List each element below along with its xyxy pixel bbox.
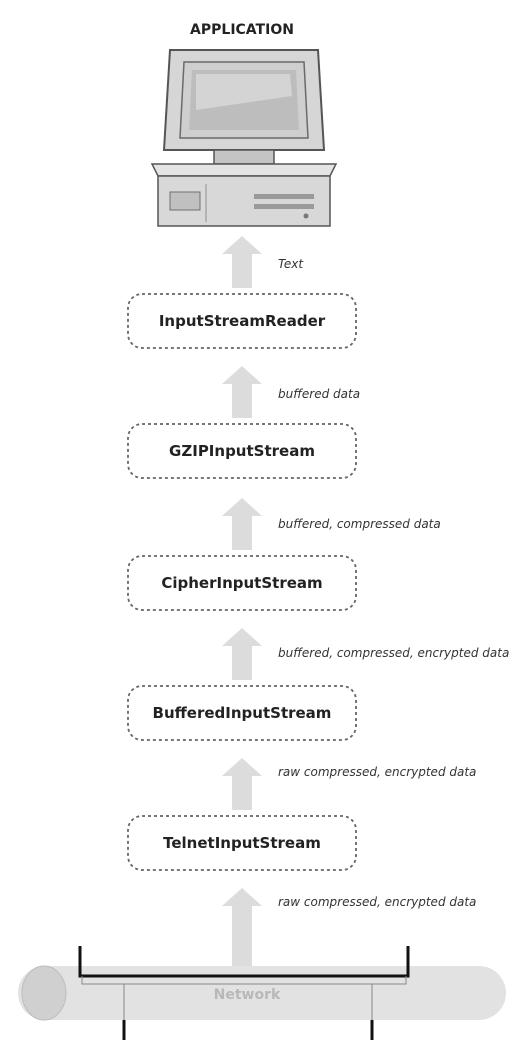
stream-node-telnetinputstream: TelnetInputStream bbox=[127, 815, 357, 871]
network-pipe: Network bbox=[18, 946, 506, 1040]
stream-node-gzipinputstream: GZIPInputStream bbox=[127, 423, 357, 479]
pipe-end-cap bbox=[21, 965, 67, 1021]
edge-label: Text bbox=[278, 257, 304, 271]
edge-labels: Text buffered data buffered, compressed … bbox=[278, 257, 509, 909]
edge-label: buffered, compressed data bbox=[278, 517, 441, 531]
stream-node-cipherinputstream: CipherInputStream bbox=[127, 555, 357, 611]
arrow-raw-2 bbox=[222, 888, 262, 968]
stream-boxes: InputStreamReader GZIPInputStream Cipher… bbox=[127, 293, 357, 871]
edge-label: buffered data bbox=[278, 387, 360, 401]
socket-bracket-inner bbox=[81, 976, 407, 985]
arrow-buffered-compressed bbox=[222, 498, 262, 550]
edge-label: raw compressed, encrypted data bbox=[278, 765, 476, 779]
stream-node-label: BufferedInputStream bbox=[153, 704, 332, 722]
arrow-buffered-compressed-encrypted bbox=[222, 628, 262, 680]
edge-label: buffered, compressed, encrypted data bbox=[278, 646, 509, 660]
stream-node-label: InputStreamReader bbox=[159, 312, 326, 330]
arrow-raw-1 bbox=[222, 758, 262, 810]
arrow-buffered-data bbox=[222, 366, 262, 418]
arrow-text bbox=[222, 236, 262, 288]
stream-node-inputstreamreader: InputStreamReader bbox=[127, 293, 357, 349]
application-title: APPLICATION bbox=[190, 22, 294, 38]
stream-node-label: TelnetInputStream bbox=[163, 834, 321, 852]
stream-node-label: GZIPInputStream bbox=[169, 442, 315, 460]
stream-node-bufferedinputstream: BufferedInputStream bbox=[127, 685, 357, 741]
arrows bbox=[222, 236, 262, 968]
stream-node-label: CipherInputStream bbox=[161, 574, 322, 592]
edge-label: raw compressed, encrypted data bbox=[278, 895, 476, 909]
computer-icon bbox=[150, 49, 338, 227]
network-label: Network bbox=[214, 987, 281, 1003]
socket-bracket bbox=[78, 946, 410, 978]
